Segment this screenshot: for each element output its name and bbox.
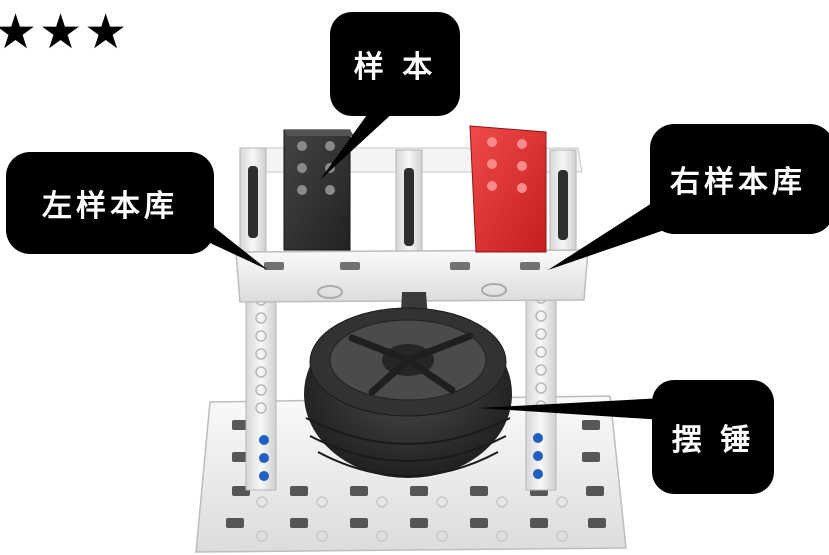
callout-pendulum-label: 摆 锤 — [671, 423, 755, 458]
left-column — [245, 281, 277, 491]
callout-sample — [320, 12, 460, 180]
callout-right-library-label: 右样本库 — [670, 165, 806, 200]
star-icon: ★★★ — [0, 4, 130, 60]
callout-left-library-label: 左样本库 — [42, 189, 178, 224]
callout-sample-label: 样 本 — [353, 50, 437, 85]
callout-right-library — [548, 124, 829, 270]
callout-left-library — [6, 152, 268, 270]
blue-pin — [259, 435, 269, 445]
callout-pendulum — [478, 380, 774, 494]
red-sample-block — [469, 125, 547, 253]
blue-pin — [533, 451, 543, 461]
blue-pin — [259, 471, 269, 481]
blue-pin — [259, 453, 269, 463]
pendulum-wheel — [304, 307, 512, 478]
blue-pin — [533, 433, 543, 443]
rating-stars: ★★★ — [0, 4, 129, 60]
blue-pin — [533, 469, 543, 479]
black-sample-block — [283, 129, 354, 251]
right-column — [525, 279, 557, 491]
